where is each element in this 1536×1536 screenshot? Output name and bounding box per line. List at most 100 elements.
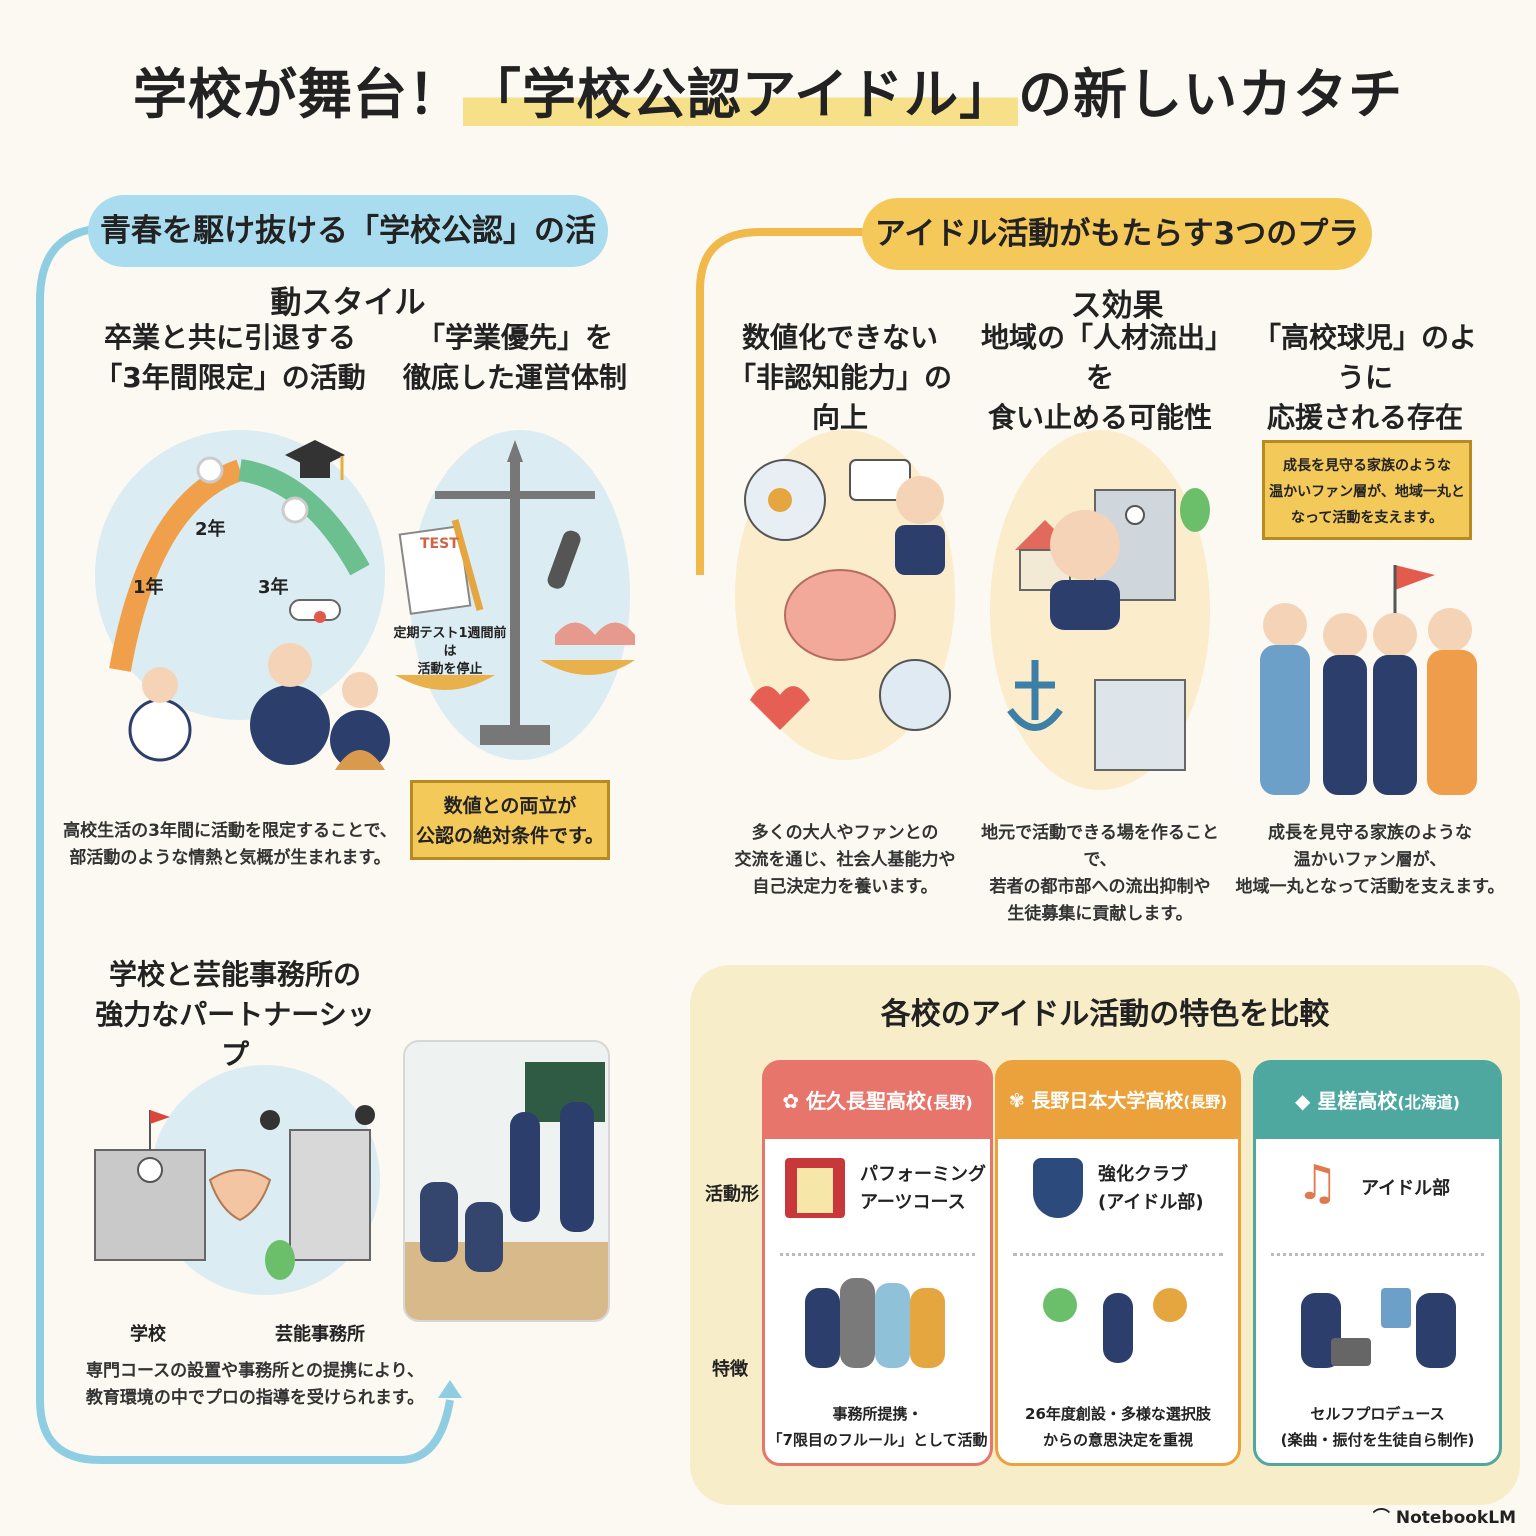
title-highlight: 「学校公認アイドル」 [462,63,1019,126]
school-1-form: パフォーミング アーツコース [860,1161,986,1217]
effect3-banner: 成長を見守る家族のような 温かいファン層が、地域一丸と なって活動を支えます。 [1262,440,1472,540]
head-brain-icon [879,659,951,731]
crest-icon [1033,1158,1083,1218]
graduation-cap-icon [285,440,345,480]
effect1-heading: 数値化できない 「非認知能力」の向上 [720,318,960,438]
school-3-form-line1: アイドル部 [1361,1178,1451,1199]
brain-icon [784,569,896,661]
teacher-icon [560,1102,594,1232]
heart-icon [750,686,810,730]
laptop-icon [1331,1338,1371,1366]
hokkaido-map-icon: ◆ [1295,1089,1311,1113]
school-3-pref: (北海道) [1397,1093,1460,1112]
school-1-feature-line2: 「7限目のフルール」として活動 [767,1431,988,1449]
school-2-name: 長野日本大学高校 [1031,1090,1184,1112]
effect3-heading: 「高校球児」のように 応援される存在 [1245,318,1485,438]
spotlight-icon [260,1110,280,1130]
student-presenter-icon [510,1112,540,1222]
block3-heading-line1: 学校と芸能事務所の [108,958,361,991]
page-title: 学校が舞台！「学校公認アイドル」の新しいカタチ [0,50,1536,129]
year-label-1: 1年 [133,577,164,598]
timeline-illustration [109,456,390,770]
effect3-caption-line3: 地域一丸となって活動を支えます。 [1235,877,1505,897]
effect2-caption: 地元で活動できる場を作ることで、 若者の都市部への流出抑制や 生徒募集に貢献しま… [975,820,1225,928]
school-2-form-line2: (アイドル部) [1098,1192,1204,1213]
school-3-form: アイドル部 [1361,1175,1450,1203]
decision-icons [1033,1278,1203,1368]
check-bubble-icon [1043,1288,1077,1322]
left-arc [36,224,454,1464]
student-left-face-icon [142,667,178,703]
comparison-header: 各校のアイドル活動の特色を比較 [880,997,1330,1032]
spotlight-icon [355,1105,375,1125]
title-post: の新しいカタチ [1018,63,1404,126]
left-arrow-head [438,1380,462,1398]
year-label-2: 2年 [195,519,226,540]
school-2-feature-line1: 26年度創設・多様な選択肢 [1025,1405,1211,1423]
test-label: TEST [420,536,459,552]
wheat-icon: ✾ [1008,1090,1025,1112]
right-arc [696,228,870,575]
notebooklm-logo-icon: ⌒ [1372,1508,1390,1528]
effect3-caption-line2: 温かいファン層が、 [1293,850,1447,870]
anchor-icon [1007,660,1063,731]
school-1-name: 佐久長聖高校 [806,1089,927,1113]
sakura-icon: ✿ [782,1089,800,1113]
handshake-icon [208,1169,272,1222]
right-section-header: アイドル活動がもたらす3つのプラス効果 [862,198,1372,324]
school-2-pref: (長野) [1183,1093,1228,1111]
clock-icon [1125,505,1145,525]
block1-caption: 高校生活の3年間に活動を限定することで、 部活動のような情熱と気概が生まれます。 [60,818,400,872]
school-1-form-line1: パフォーミング [860,1164,986,1185]
school-2-form-line1: 強化クラブ [1098,1164,1188,1185]
effect3-heading-line2: 応援される存在 [1266,401,1463,434]
crowd-illustration [1260,565,1477,795]
clock-icon [137,1157,163,1183]
block2-heading-line1: 「学業優先」を [416,321,613,354]
school-3-feature-line1: セルフプロデュース [1310,1405,1445,1423]
student-body-icon [1050,580,1120,630]
microphone-icon [547,530,581,589]
city-buildings-icon [1094,679,1186,771]
fan-icon [1263,603,1307,647]
fan-icon [1428,608,1472,652]
tree-icon [1180,488,1210,532]
school-1-feature: 事務所提携・ 「7限目のフルール」として活動 [765,1401,990,1453]
timeline-node [281,496,309,524]
school-card-3: ◆ 星槎高校(北海道) ♫ アイドル部 セルフプロデュース (楽曲・振付を生徒自… [1253,1060,1502,1466]
school-3-name: 星槎高校 [1317,1089,1398,1113]
timeline-year1-arc [109,459,244,672]
label-agency: 芸能事務所 [275,1324,365,1345]
block3-caption-line1: 専門コースの設置や事務所との提携により、 [86,1361,424,1381]
effect3-banner-line3: なって活動を支えます。 [1291,510,1443,526]
school-card-2: ✾ 長野日本大学高校(長野) 強化クラブ (アイドル部) 26年度創設・多様な選… [995,1060,1241,1466]
block3-heading: 学校と芸能事務所の 強力なパートナーシップ [95,955,375,1075]
student-right-face-icon [342,672,378,708]
flag-icon [150,1110,170,1124]
block3-caption: 専門コースの設置や事務所との提携により、 教育環境の中でプロの指導を受けられます… [85,1358,425,1412]
row-label-form: 活動形 [705,1184,759,1205]
student-right-icon [330,710,390,770]
effect2-heading-line1: 地域の「人材流出」を [980,321,1219,394]
block3-heading-line2: 強力なパートナーシップ [95,998,375,1071]
school-2-form: 強化クラブ (アイドル部) [1098,1161,1204,1217]
label-school: 学校 [130,1324,166,1345]
left-plate-icon [395,675,495,690]
block2-heading-line2: 徹底した運営体制 [402,361,627,394]
effect1-caption-line1: 多くの大人やファンとの [751,823,939,843]
row-label-feature: 特徴 [712,1359,748,1380]
student-left-icon [128,698,192,762]
student-center-icon [250,685,330,765]
school-1-feature-line1: 事務所提携・ [832,1405,923,1423]
effect2-caption-line3: 生徒募集に貢献します。 [1007,904,1193,924]
stage-icon [785,1158,845,1218]
person-icon [896,476,944,524]
student-icon [1416,1293,1456,1368]
effect3-banner-line2: 温かいファン層が、地域一丸と [1269,484,1465,500]
school-2-feature-line2: からの意思決定を重視 [1042,1431,1193,1449]
effect1-caption-line2: 交流を通じ、社会人基能力や [734,850,956,870]
block2-banner-line2: 公認の絶対条件です。 [415,825,605,847]
effect3-caption: 成長を見守る家族のような 温かいファン層が、 地域一丸となって活動を支えます。 [1235,820,1505,901]
school-3-feature: セルフプロデュース (楽曲・振付を生徒自ら制作) [1256,1401,1499,1453]
school-card-3-head: ◆ 星槎高校(北海道) [1256,1063,1499,1139]
